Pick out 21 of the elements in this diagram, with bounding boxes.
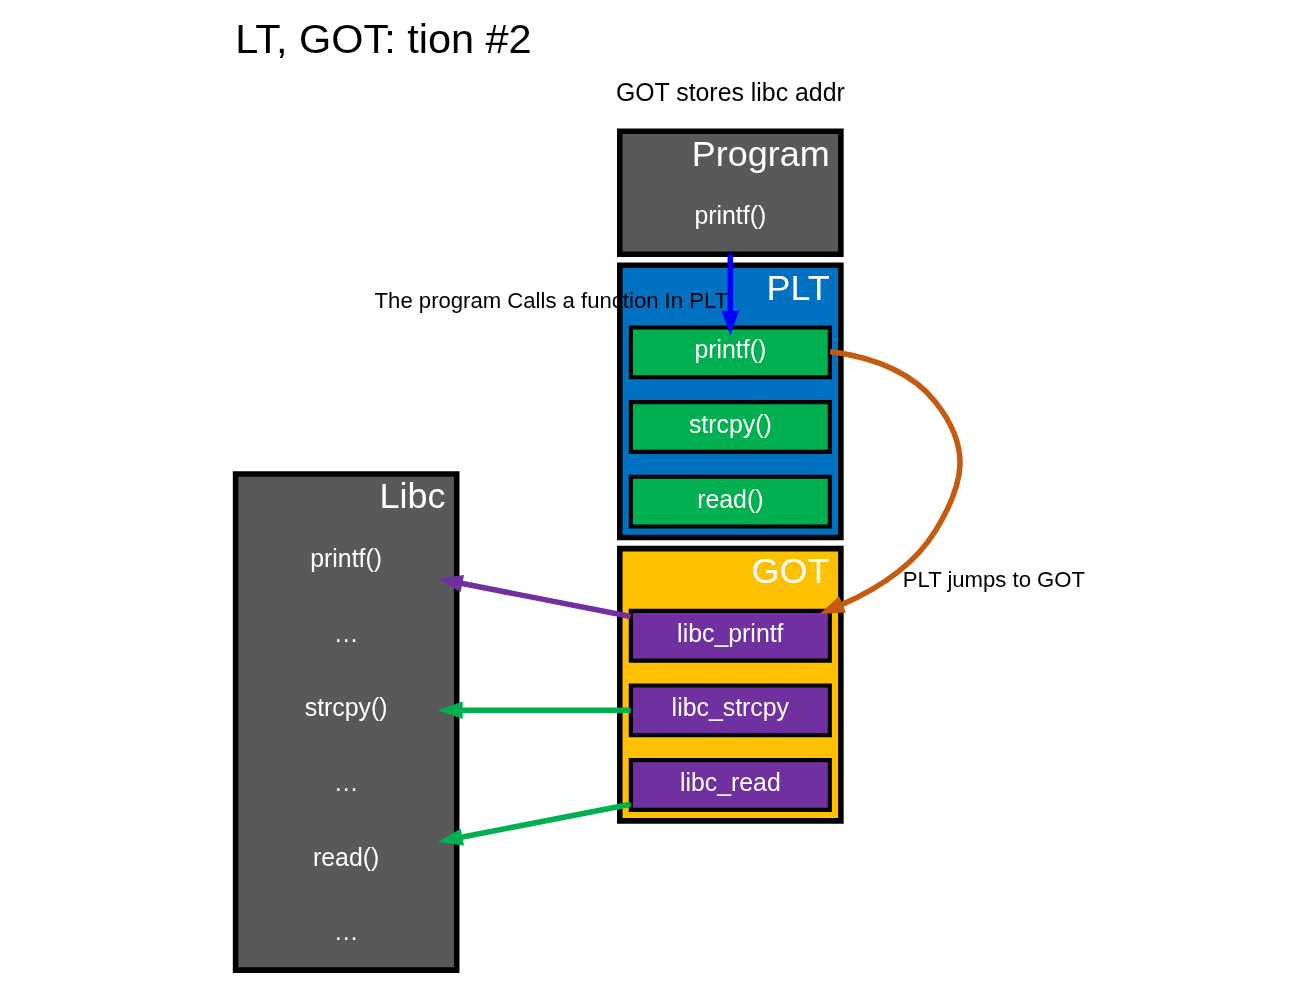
label: GOT stores libc addr <box>615 78 845 107</box>
node-text: strcpy() <box>304 693 388 722</box>
node-text: … <box>333 768 359 797</box>
node-text: read() <box>312 842 379 871</box>
node-text: … <box>333 917 359 946</box>
node-box: libc_strcpy <box>628 683 832 738</box>
arrow <box>437 574 631 620</box>
node-text: printf() <box>693 201 766 230</box>
node-text: … <box>333 618 359 647</box>
diagram-title: LT, GOT: tion #2 <box>234 14 532 62</box>
arrow <box>721 254 739 336</box>
node-box: read() <box>628 474 832 529</box>
edge-label: PLT jumps to GOT <box>902 566 1085 592</box>
node-box: libc_printf <box>628 608 832 663</box>
node-text: printf() <box>309 544 382 573</box>
arrow <box>818 348 963 614</box>
node-box: libc_read <box>628 758 832 812</box>
arrow <box>437 801 631 846</box>
node-box: printf() <box>628 325 832 380</box>
arrow <box>437 701 631 720</box>
node-box: strcpy() <box>628 400 832 454</box>
